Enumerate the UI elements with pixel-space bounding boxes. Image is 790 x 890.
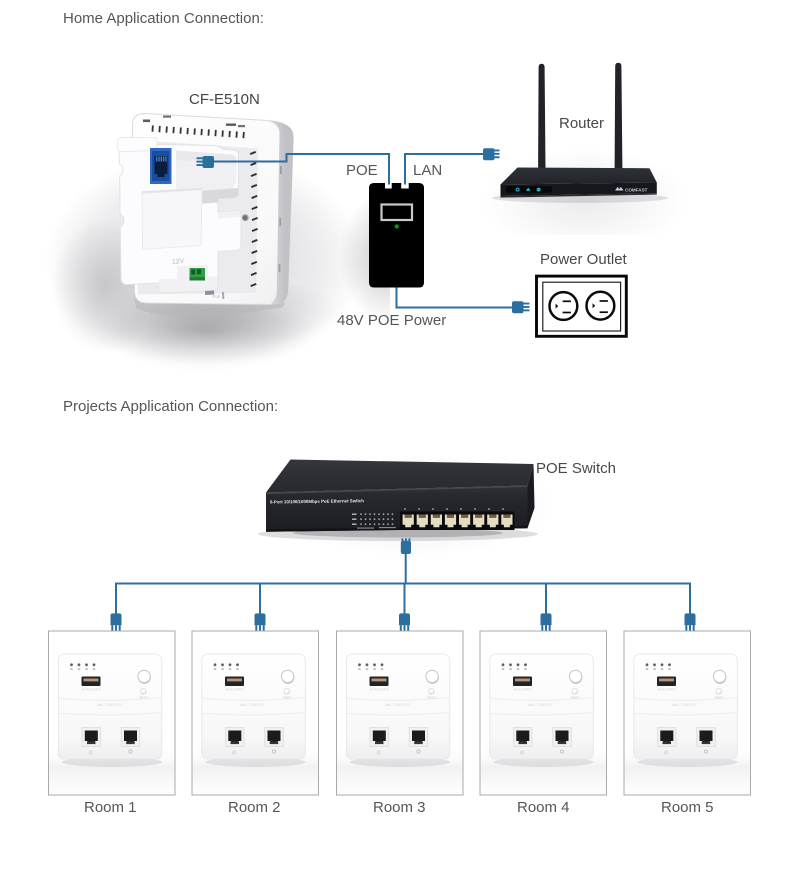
svg-text:5V DC OUTPUT: 5V DC OUTPUT: [82, 688, 101, 692]
svg-text:COMFAST: COMFAST: [625, 188, 648, 193]
svg-text:✆: ✆: [89, 751, 93, 757]
svg-text:RESET: RESET: [140, 695, 149, 699]
svg-text:COMFAST: COMFAST: [104, 703, 122, 707]
svg-text:12V: 12V: [172, 258, 185, 266]
svg-text:PoE: PoE: [213, 294, 221, 299]
svg-text:8-Port 10/100/1000Mbps PoE Eth: 8-Port 10/100/1000Mbps PoE Ethernet Swit…: [270, 498, 364, 504]
